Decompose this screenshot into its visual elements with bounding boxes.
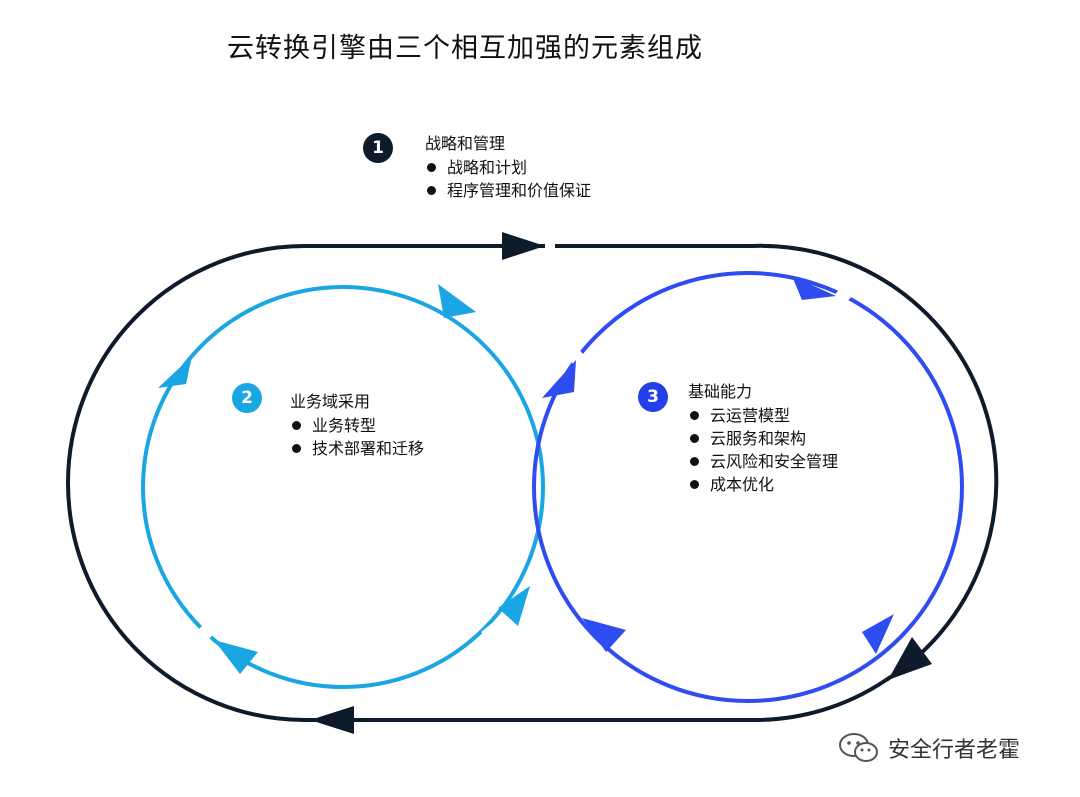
page-title: 云转换引擎由三个相互加强的元素组成 bbox=[227, 33, 703, 64]
left-loop-arrows bbox=[158, 284, 530, 674]
element-1-block: 战略和管理 战略和计划 程序管理和价值保证 bbox=[425, 132, 591, 202]
outer-loop-arrows bbox=[310, 232, 932, 734]
left-loop bbox=[141, 285, 545, 689]
outer-arrow-bottom bbox=[310, 706, 354, 734]
watermark-text: 安全行者老霍 bbox=[888, 738, 1021, 763]
outer-arrow-top bbox=[502, 232, 545, 260]
element-2-heading: 业务域采用 bbox=[290, 392, 371, 411]
watermark: 安全行者老霍 bbox=[838, 732, 1020, 764]
element-3-item: 成本优化 bbox=[688, 473, 838, 496]
left-arrow-bottom bbox=[214, 640, 258, 674]
right-arrow-left bbox=[542, 360, 576, 398]
element-3-item: 云风险和安全管理 bbox=[688, 450, 838, 473]
left-arrow-top bbox=[438, 284, 476, 318]
element-2-item: 技术部署和迁移 bbox=[290, 437, 424, 460]
badge-3: 3 bbox=[638, 382, 668, 412]
right-arrow-top bbox=[792, 276, 836, 300]
element-3-heading: 基础能力 bbox=[688, 382, 753, 401]
element-3-item: 云服务和架构 bbox=[688, 427, 838, 450]
left-arrow-left bbox=[158, 356, 192, 388]
badge-1: 1 bbox=[363, 133, 393, 163]
element-1-heading: 战略和管理 bbox=[425, 134, 506, 153]
badge-2: 2 bbox=[232, 383, 262, 413]
right-arrow-bottom bbox=[582, 618, 626, 652]
outer-arrow-right bbox=[888, 637, 932, 680]
wechat-icon bbox=[839, 733, 878, 762]
left-arrow-right bbox=[498, 586, 530, 626]
element-1-item: 程序管理和价值保证 bbox=[425, 179, 591, 202]
element-3-item: 云运营模型 bbox=[688, 404, 838, 427]
element-2-block: 业务域采用 业务转型 技术部署和迁移 bbox=[290, 390, 424, 460]
element-1-item: 战略和计划 bbox=[425, 156, 591, 179]
outer-loop bbox=[66, 243, 999, 723]
right-loop bbox=[532, 271, 964, 703]
right-loop-arrows bbox=[542, 276, 894, 654]
element-3-block: 基础能力 云运营模型 云服务和架构 云风险和安全管理 成本优化 bbox=[688, 380, 838, 496]
element-2-item: 业务转型 bbox=[290, 414, 424, 437]
right-arrow-right bbox=[862, 614, 894, 654]
